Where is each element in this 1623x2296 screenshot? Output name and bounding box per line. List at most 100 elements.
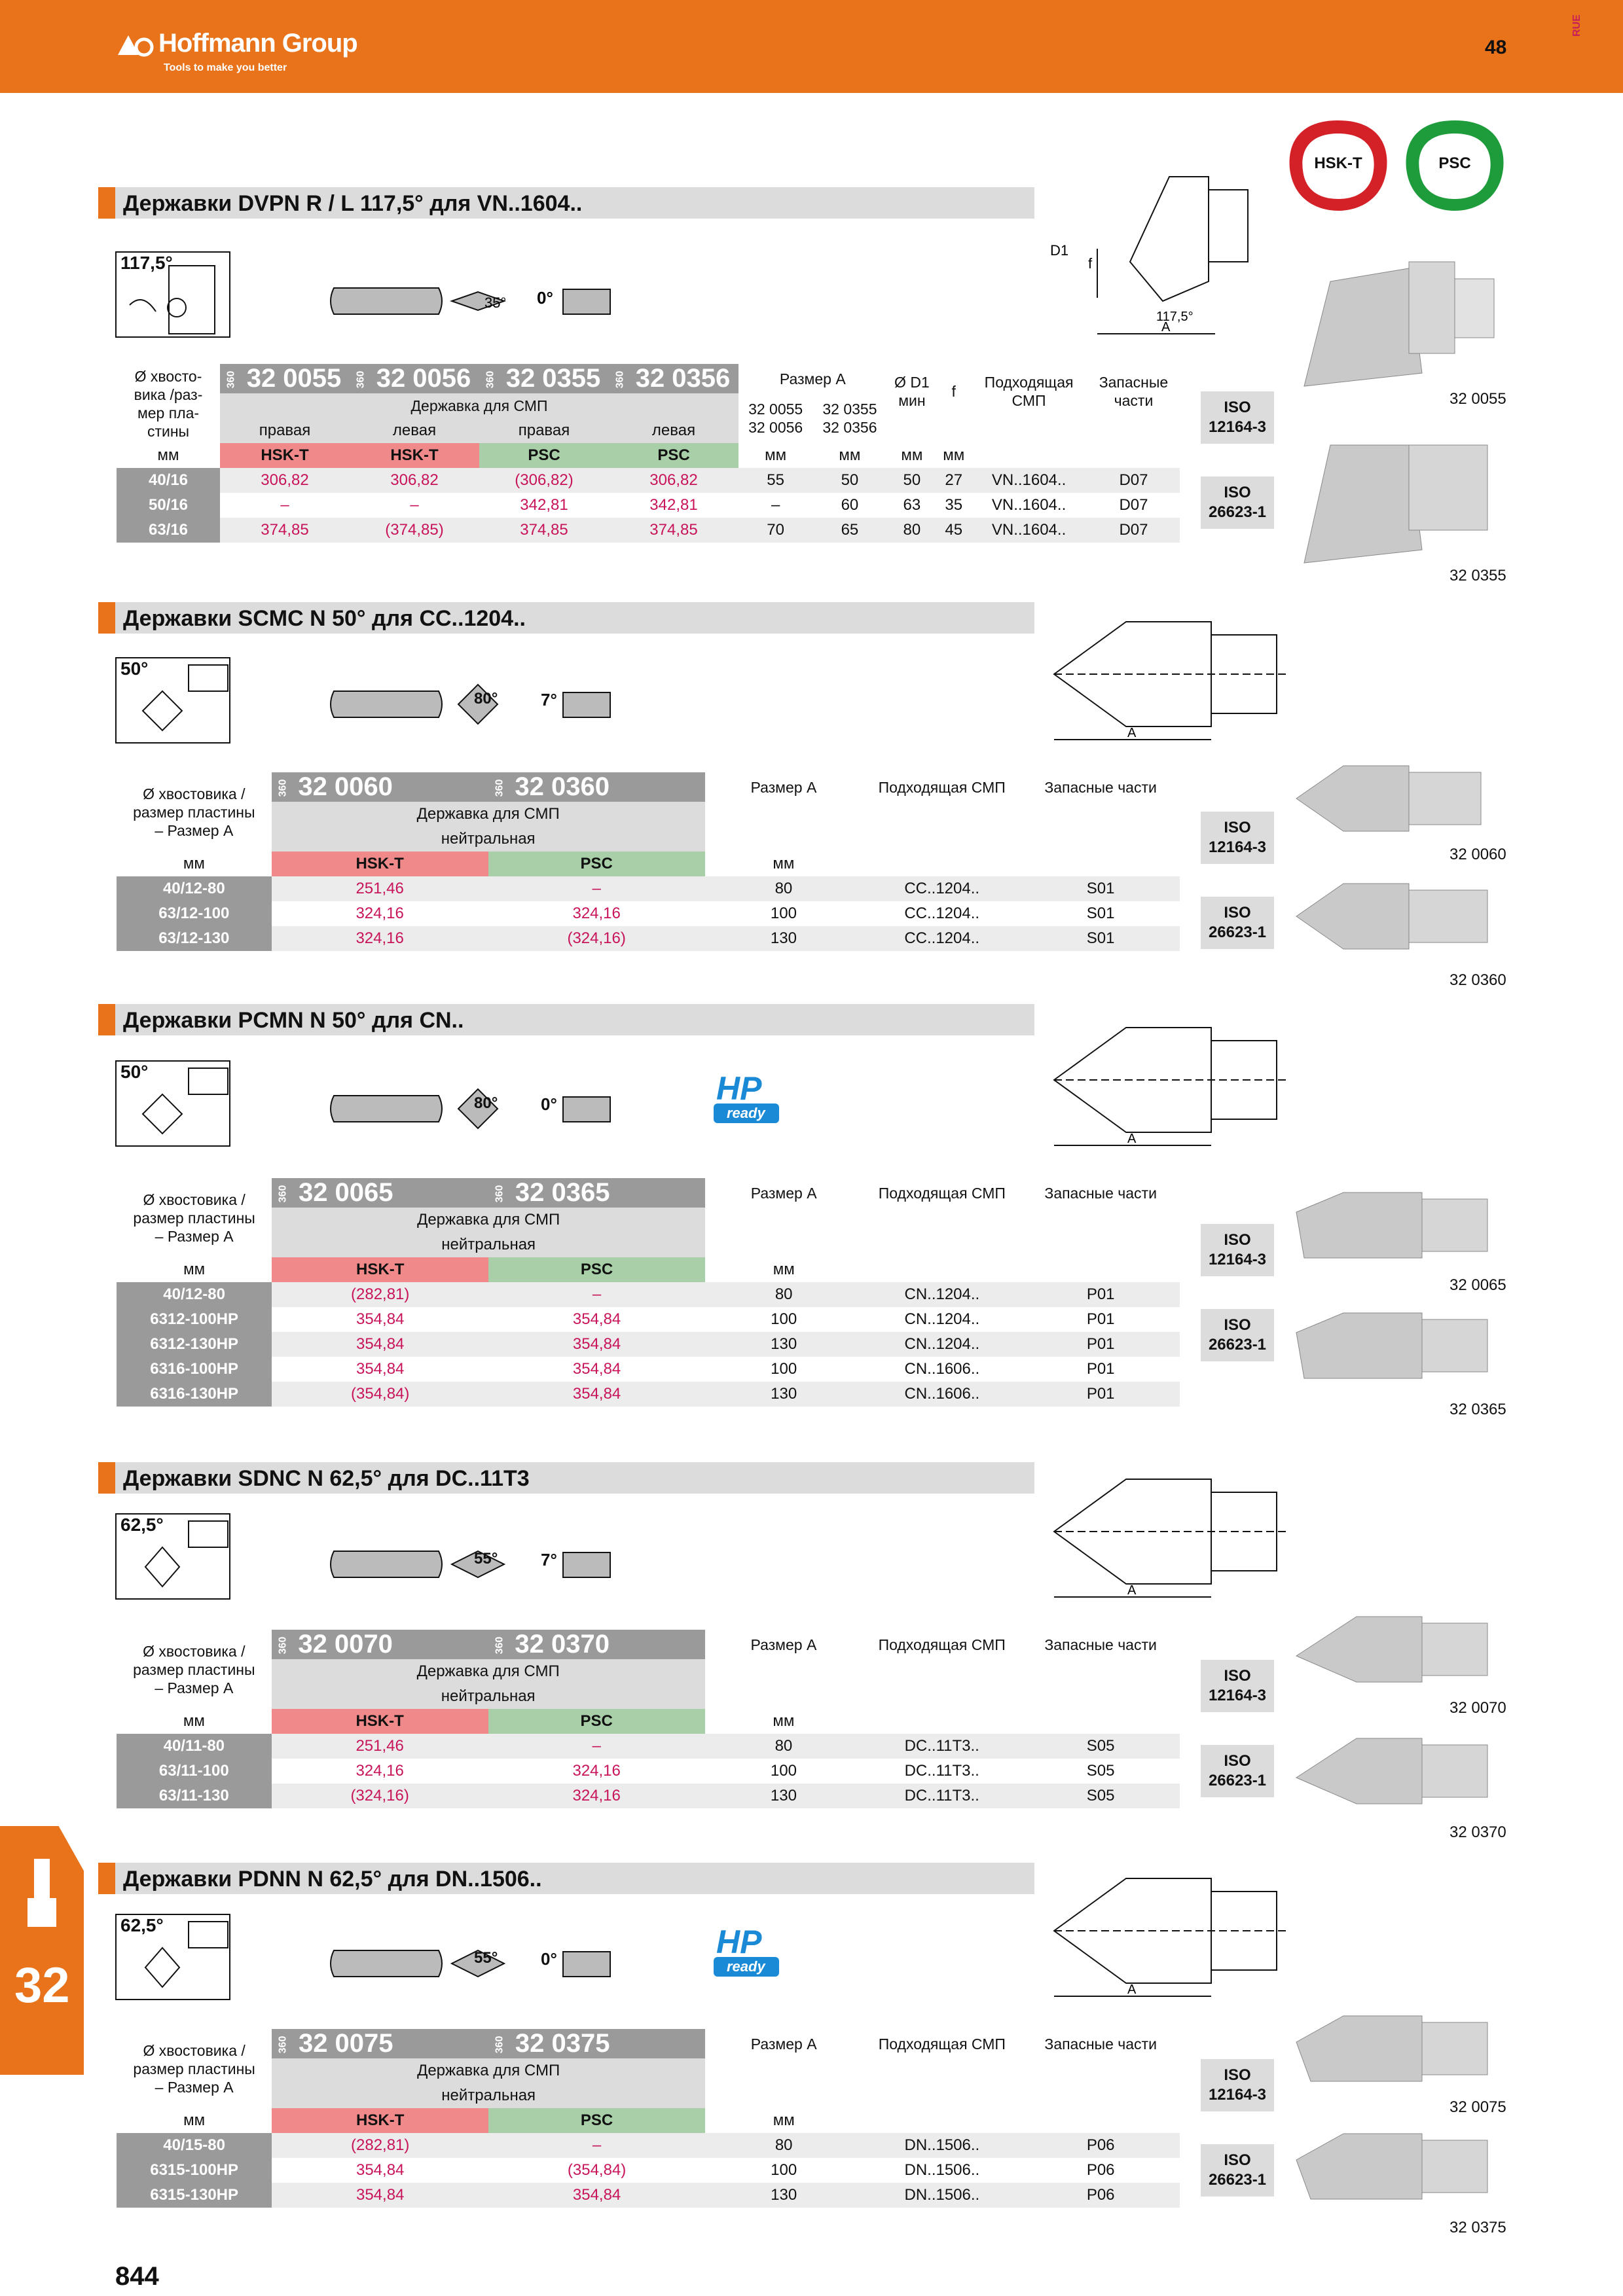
holder-sketch-icon	[141, 1067, 228, 1135]
section-pdnn-title: Державки PDNN N 62,5° для DN..1506..	[123, 1867, 542, 1892]
s4-unit-a: мм	[773, 1712, 795, 1730]
s2-angle-value: 50°	[120, 658, 149, 679]
holder-sketch-icon	[144, 1921, 228, 1988]
s4-unit: мм	[183, 1712, 205, 1730]
table-row: 6312-130HP 354,84 354,84 130 CN..1204.. …	[117, 1332, 1180, 1357]
product-image-320065[interactable]	[1291, 1186, 1507, 1271]
s3-size-a-header: Размер A	[750, 1184, 817, 1202]
svg-text:A: A	[1127, 1583, 1137, 1598]
s1-unit: мм	[157, 446, 179, 464]
chapter-tab[interactable]: 32	[0, 1826, 84, 2075]
s1-angle-diagram: 117,5°	[115, 251, 230, 338]
product-image-320375[interactable]	[1291, 2127, 1507, 2212]
s5-code-1: 32 0075	[1450, 2098, 1506, 2116]
svg-text:117,5°: 117,5°	[1156, 310, 1194, 324]
table-row: 6316-100HP 354,84 354,84 100 CN..1606.. …	[117, 1357, 1180, 1382]
s4-col-label: Ø хвостовика / размер пластины – Размер …	[133, 1642, 255, 1696]
s2-insert-header: Подходящая СМП	[878, 778, 1006, 796]
table-row: 50/16 – – 342,81 342,81 – 60 63 35 VN..1…	[117, 493, 1180, 518]
ready-label: ready	[727, 1105, 765, 1121]
product-image-320060[interactable]	[1291, 759, 1507, 844]
s3-angle-diagram: 50°	[115, 1060, 230, 1147]
s4-insert-angle: 55°	[474, 1550, 498, 1568]
s1-ifc-1: HSK-T	[220, 443, 350, 468]
hp-label: HP	[716, 1070, 762, 1107]
s3-dimension-drawing: A	[1053, 1027, 1290, 1146]
s5-code-2: 32 0375	[1450, 2219, 1506, 2236]
chapter-number: 32	[14, 1958, 70, 2013]
section-marker	[98, 1004, 115, 1035]
product-image-320365[interactable]	[1291, 1306, 1507, 1391]
s1-col-label: Ø хвосто- вика /раз- мер пла- стины	[134, 367, 203, 440]
s4-kind: нейтральная	[271, 1684, 705, 1709]
s5-kind: нейтральная	[272, 2083, 706, 2108]
s5-insert-header: Подходящая СМП	[878, 2035, 1006, 2053]
s1-unit-a1: мм	[765, 446, 787, 464]
table-row: 63/16 374,85 (374,85) 374,85 374,85 70 6…	[117, 518, 1180, 543]
svg-text:A: A	[1127, 1982, 1137, 1997]
s1-unit-f: мм	[943, 446, 965, 464]
section-dvpn-header: Державки DVPN R / L 117,5° для VN..1604.…	[98, 187, 1034, 219]
s4-angle-value: 62,5°	[120, 1515, 164, 1535]
psc-badge-icon	[1406, 120, 1504, 211]
section-sdnc-header: Державки SDNC N 62,5° для DC..11T3	[98, 1462, 1034, 1494]
section-marker	[98, 602, 115, 634]
table-row: 6315-130HP 354,84 354,84 130 DN..1506.. …	[117, 2183, 1180, 2208]
section-scmc-title: Державки SCMC N 50° для CC..1204..	[123, 606, 526, 631]
s1-angle-value: 117,5°	[120, 253, 173, 273]
section-page-number: 48	[1485, 37, 1507, 58]
s4-dimension-drawing: A	[1053, 1479, 1290, 1598]
s2-machining-icons	[330, 683, 611, 725]
section-marker	[98, 1462, 115, 1494]
s1-ifc-4: PSC	[609, 443, 739, 468]
s3-machining-icons	[330, 1088, 611, 1130]
s3-insert-header: Подходящая СМП	[878, 1184, 1006, 1202]
brand-logo[interactable]: Hoffmann Group	[115, 29, 358, 58]
s5-table: Ø хвостовика / размер пластины – Размер …	[117, 2029, 1180, 2208]
hsk-t-badge-label: HSK-T	[1314, 154, 1362, 172]
s3-code-1: 32 0065	[1450, 1276, 1506, 1294]
s1-holder-label: Державка для СМП	[220, 393, 739, 418]
s1-insert-header: Подходящая СМП	[984, 373, 1074, 409]
s1-hand-1: правая	[220, 418, 350, 443]
s4-ifc-1: HSK-T	[271, 1709, 488, 1734]
s2-ifc-2: PSC	[488, 852, 705, 876]
product-image-320070[interactable]	[1291, 1610, 1507, 1695]
hp-ready-icon	[714, 1103, 779, 1123]
s2-clearance-angle: 7°	[541, 690, 557, 709]
s2-col-label: Ø хвостовика / размер пластины – Размер …	[133, 785, 255, 839]
product-image-320075[interactable]	[1291, 2009, 1507, 2094]
s3-clearance-angle: 0°	[541, 1094, 557, 1114]
s4-angle-diagram: 62,5°	[115, 1513, 230, 1600]
table-row: 6315-100HP 354,84 (354,84) 100 DN..1506.…	[117, 2158, 1180, 2183]
ready-label: ready	[727, 1958, 765, 1975]
product-image-320370[interactable]	[1291, 1732, 1507, 1817]
product-image-320355[interactable]	[1291, 432, 1507, 569]
psc-badge-label: PSC	[1438, 154, 1471, 172]
product-image-320360[interactable]	[1291, 877, 1507, 962]
s4-ifc-2: PSC	[488, 1709, 705, 1734]
s2-unit-a: мм	[773, 855, 795, 872]
s2-code-2: 32 0360	[1450, 971, 1506, 989]
s5-unit-a: мм	[773, 2111, 795, 2129]
table-row: 40/16 306,82 306,82 (306,82) 306,82 55 5…	[117, 468, 1180, 493]
s1-hand-2: левая	[350, 418, 479, 443]
s1-insert-angle: 35°	[484, 295, 506, 311]
s3-ifc-1: HSK-T	[272, 1257, 489, 1282]
product-image-320055[interactable]	[1291, 255, 1507, 393]
s5-clearance-angle: 0°	[541, 1949, 557, 1969]
s3-unit: мм	[183, 1261, 206, 1278]
s1-spare-header: Запасные части	[1099, 373, 1169, 409]
